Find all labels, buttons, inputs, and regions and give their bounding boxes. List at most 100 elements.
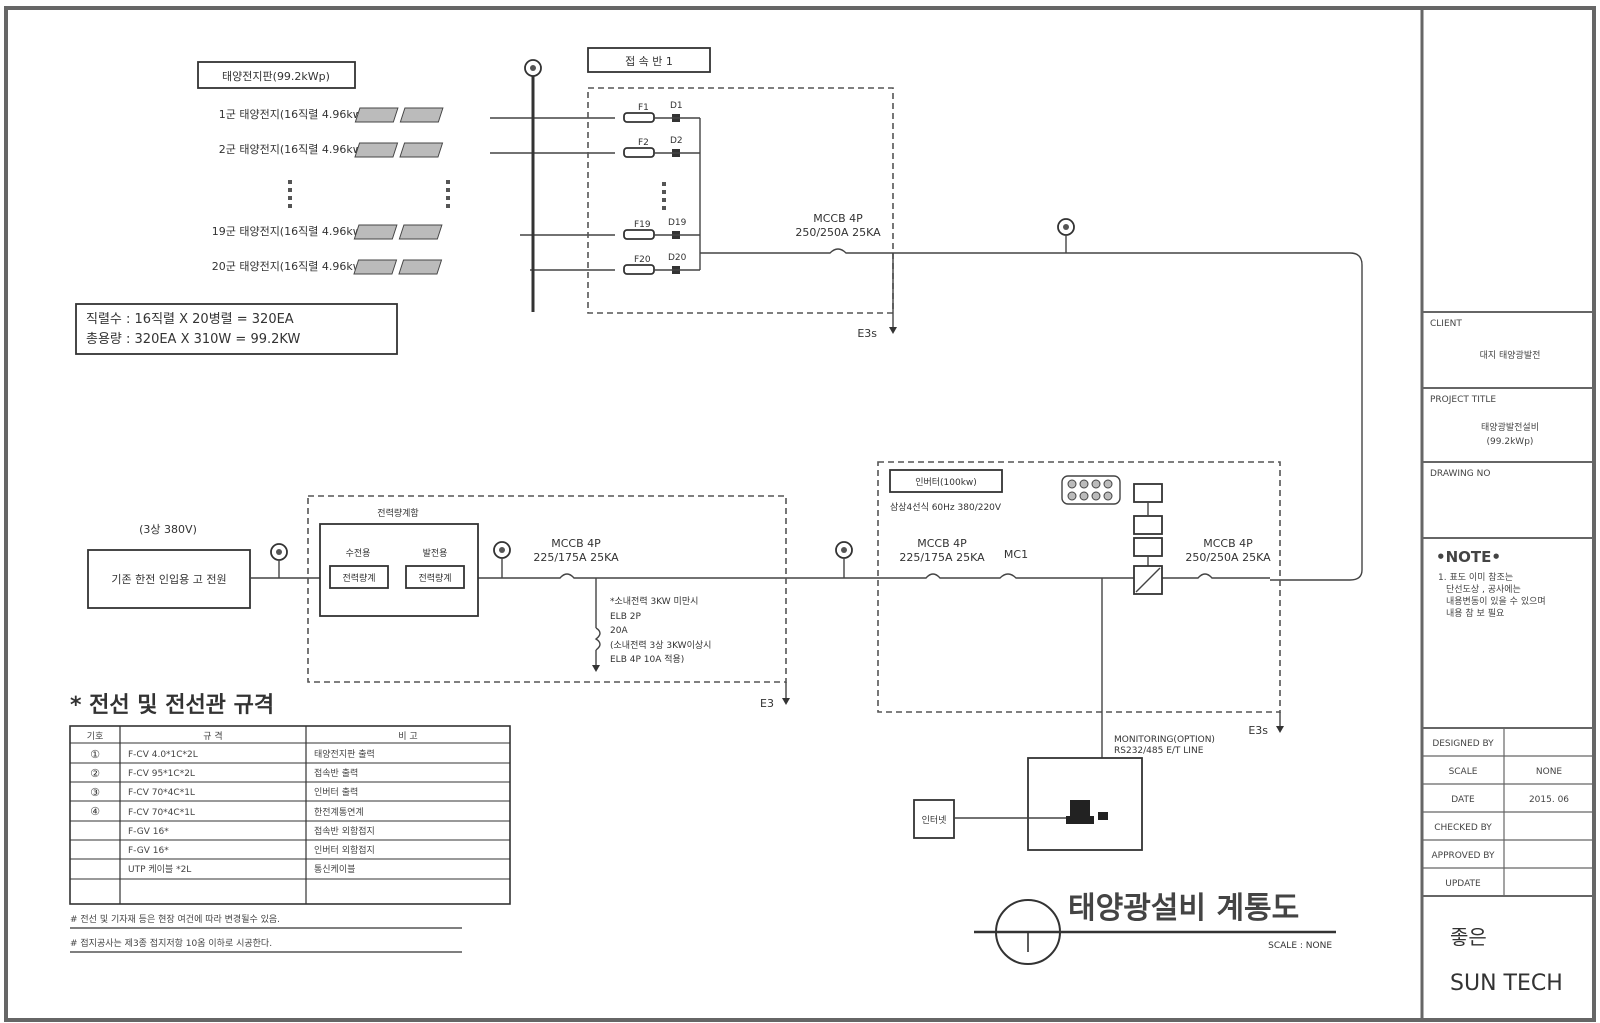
ground-arrow-icon: [782, 698, 790, 705]
inverter-title-box: [889, 469, 1003, 493]
table-cell-note: 태양전지판 출력: [314, 748, 375, 760]
internet-label: 인터넷: [922, 815, 947, 826]
meter1-label: 전력량계: [342, 572, 375, 584]
title-block-rows: DESIGNED BY SCALE NONE DATE 2015. 06 CHE…: [1431, 739, 1569, 889]
aux-text-3: 20A: [610, 626, 628, 636]
fuse-icon: [623, 147, 655, 158]
inverter-panel-outline: [877, 461, 1281, 713]
tb-row-label: DESIGNED BY: [1432, 739, 1494, 749]
table-cell-note: 통신케이블: [314, 864, 355, 875]
utility-box: [87, 549, 251, 609]
fuse-label: F19: [634, 220, 651, 230]
inverter-symbol-icon: [1133, 483, 1163, 595]
table-row: ② F-CV 95*1C*2L 접속반 출력: [90, 767, 358, 780]
inv-ground-label: E3s: [1248, 724, 1268, 737]
meter1-box: [329, 565, 389, 589]
fuse-label: F2: [638, 138, 649, 148]
aux-text-2: ELB 2P: [610, 612, 641, 622]
solar-module-icon: [354, 107, 399, 123]
table-row: F-GV 16* 접속반 외함접지: [128, 825, 375, 837]
pv-string-label: 20군 태양전지(16직렬 4.96kw): [212, 260, 366, 273]
title-block: [1422, 311, 1594, 897]
junction-box-outline: [587, 87, 894, 314]
meter2-box: [405, 565, 465, 589]
pv-string-2: 2군 태양전지(16직렬 4.96kw): [219, 142, 444, 158]
tb-row-label: DATE: [1451, 795, 1475, 805]
cable-marker-dot: [530, 65, 536, 71]
inverter-title: 인버터(100kw): [915, 477, 977, 488]
solar-module-icon: [399, 142, 444, 158]
grid-voltage: (3상 380V): [139, 523, 197, 536]
note-title: •NOTE•: [1436, 548, 1501, 566]
tb-row-label: CHECKED BY: [1434, 823, 1492, 833]
fuse-diode-row: F20 D20: [623, 253, 687, 275]
client-label: CLIENT: [1430, 319, 1462, 329]
company-name-1: 좋은: [1450, 925, 1487, 949]
continuation-dots: [288, 180, 666, 210]
fuse-label: F20: [634, 255, 651, 265]
table-header-note: 비 고: [398, 731, 417, 742]
fuse-diode-row: F1 D1: [623, 101, 683, 123]
ac-main-line: [250, 573, 1270, 579]
table-cell-note: 접속반 외함접지: [314, 825, 375, 837]
diode-label: D1: [670, 101, 683, 111]
jb-breaker-line2: 250/250A 25KA: [795, 226, 881, 239]
diode-label: D19: [668, 218, 687, 228]
note-line-3: 내용변동이 있을 수 있으며: [1446, 595, 1546, 607]
fuse-icon: [623, 264, 655, 275]
note-line-4: 내용 참 보 필요: [1446, 607, 1504, 619]
pv-string-19: 19군 태양전지(16직렬 4.96kw): [212, 224, 443, 240]
table-header-symbol: 기호: [87, 731, 104, 742]
table-cell-spec: F-CV 70*4C*1L: [128, 808, 195, 818]
table-cell-note: 인버터 외함접지: [314, 844, 375, 856]
table-cell-spec: UTP 케이블 *2L: [128, 864, 191, 875]
solar-module-icon: [354, 142, 399, 158]
aux-text-4: (소내전력 3상 3KW이상시: [610, 639, 711, 651]
connector-icon: [1098, 812, 1108, 820]
fuse-diode-row: F19 D19: [623, 218, 687, 240]
client-value: 대지 태양광발전: [1480, 349, 1541, 361]
computer-icon: [1066, 800, 1094, 824]
solar-module-icon: [353, 224, 398, 240]
grid-panel-outline: [307, 495, 787, 683]
cable-marker-dot: [499, 547, 505, 553]
junction-internal-bus: [654, 117, 701, 271]
pv-string-label: 1군 태양전지(16직렬 4.96kw): [219, 108, 366, 121]
meter1-top: 수전용: [346, 548, 371, 559]
pv-array-header-box: [197, 61, 356, 89]
inverter-module-icon: [1061, 475, 1121, 505]
project-value-2: (99.2kWp): [1487, 437, 1534, 447]
drawing-scale: SCALE : NONE: [1268, 941, 1332, 951]
solar-module-icon: [399, 107, 444, 123]
table-cell-spec: F-GV 16*: [128, 827, 169, 837]
meter2-top: 발전용: [423, 548, 448, 559]
cable-marker-dot: [1063, 224, 1069, 230]
pv-summary-box: [75, 303, 398, 355]
cable-table: 기호 규 격 비 고 ① F-CV 4.0*1C*2L 태양전지판 출력 ② F…: [69, 725, 511, 905]
pv-string-20: 20군 태양전지(16직렬 4.96kw): [212, 259, 443, 275]
tb-row-value: NONE: [1536, 767, 1563, 777]
tb-row-value: 2015. 06: [1529, 795, 1569, 805]
tb-row-label: APPROVED BY: [1431, 851, 1495, 861]
jb-breaker-line1: MCCB 4P: [813, 212, 863, 225]
inv-breaker1-line1: MCCB 4P: [917, 537, 967, 550]
note-line-2: 단선도상 , 공사에는: [1446, 584, 1521, 595]
pv-array-header: 태양전지판(99.2kWp): [222, 70, 330, 83]
table-cell-spec: F-GV 16*: [128, 846, 169, 856]
inv-breaker2-line1: MCCB 4P: [1203, 537, 1253, 550]
mc-label: MC1: [1004, 548, 1028, 561]
junction-box-title-box: [587, 47, 711, 73]
aux-text-5: ELB 4P 10A 적용): [610, 653, 684, 665]
elb-icon: [594, 627, 601, 651]
pv-summary-line2: 총용량 : 320EA X 310W = 99.2KW: [86, 332, 300, 347]
project-value-1: 태양광발전설비: [1481, 421, 1539, 433]
note-line-1: 1. 표도 이미 참조는: [1438, 572, 1513, 583]
meter2-label: 전력량계: [418, 572, 451, 584]
table-row: ④ F-CV 70*4C*1L 한전계통연계: [90, 805, 364, 818]
solar-module-icon: [398, 224, 443, 240]
table-row: ① F-CV 4.0*1C*2L 태양전지판 출력: [90, 748, 375, 761]
table-cell-note: 접속반 출력: [314, 767, 358, 779]
pv-string-1: 1군 태양전지(16직렬 4.96kw): [219, 107, 444, 123]
string-cables: [490, 117, 615, 271]
